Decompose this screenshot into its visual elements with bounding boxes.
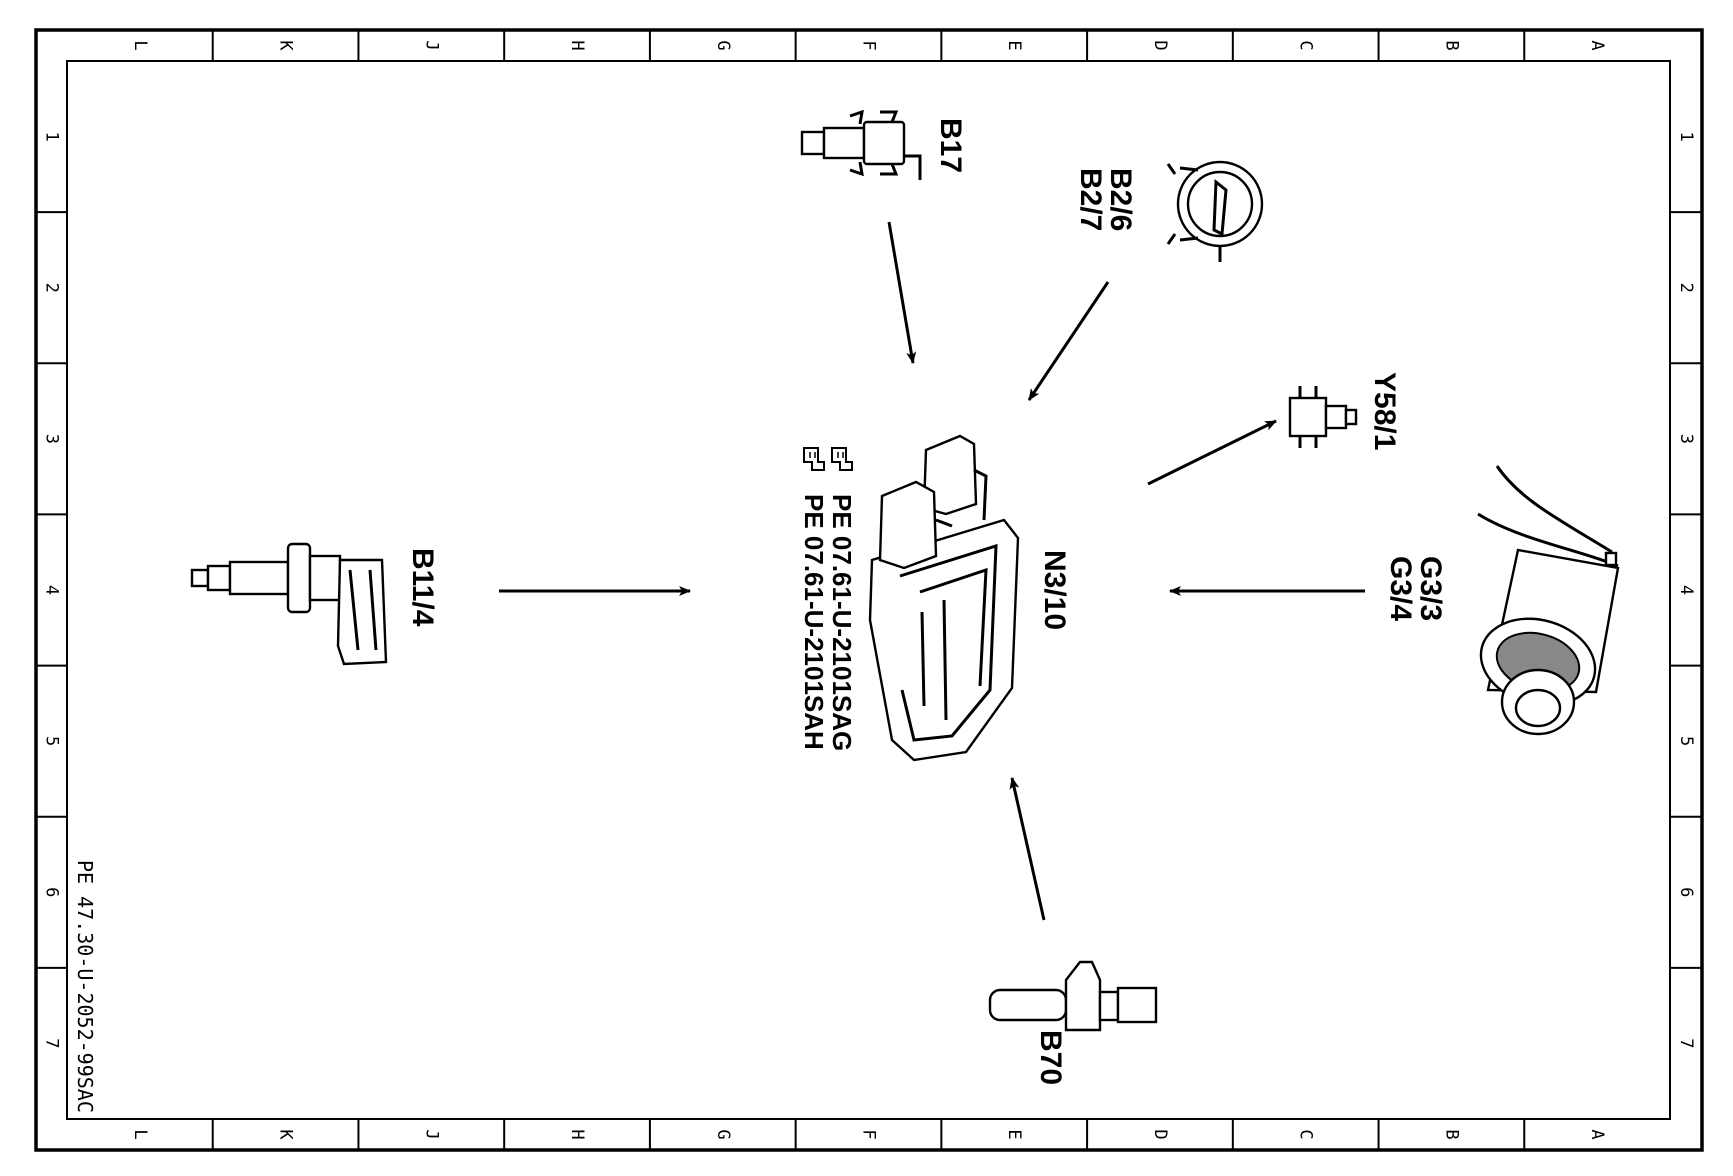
- b2-sensor-drawing: [1166, 160, 1264, 262]
- grid-column-label-bottom: K: [276, 1129, 296, 1140]
- label-b17: B17: [934, 118, 967, 173]
- grid-ticks: [36, 30, 1702, 1150]
- grid-column-label-top: E: [1004, 40, 1024, 50]
- grid-column-label-top: B: [1441, 40, 1461, 50]
- label-b70: B70: [1034, 1030, 1067, 1085]
- label-n3: N3/10: [1038, 550, 1071, 630]
- grid-column-label-bottom: C: [1296, 1129, 1316, 1139]
- grid-row-label-right: 3: [1676, 434, 1696, 444]
- grid-column-label-bottom: B: [1441, 1129, 1461, 1139]
- grid-row-label-right: 6: [1676, 887, 1696, 897]
- grid-column-label-top: J: [421, 40, 441, 50]
- label-b2-7: B2/7: [1074, 168, 1107, 231]
- grid-column-label-bottom: G: [713, 1129, 733, 1139]
- grid-row-label-right: 1: [1676, 131, 1696, 141]
- grid-row-label-left: 7: [42, 1038, 62, 1048]
- grid-row-label-right: 7: [1676, 1038, 1696, 1048]
- outer-frame: [34, 28, 1704, 1152]
- g3-sensor-drawing: [1477, 465, 1620, 736]
- grid-column-label-top: H: [567, 40, 587, 50]
- grid-column-label-bottom: A: [1587, 1129, 1607, 1139]
- grid-row-label-left: 5: [42, 736, 62, 746]
- label-g3-4: G3/4: [1384, 556, 1417, 621]
- grid-column-label-bottom: H: [567, 1129, 587, 1139]
- grid-column-label-top: A: [1587, 40, 1607, 50]
- grid-column-label-bottom: F: [859, 1129, 879, 1139]
- grid-row-label-left: 4: [42, 585, 62, 595]
- n3-control-unit-drawing: [868, 434, 1020, 762]
- grid-row-label-left: 2: [42, 283, 62, 293]
- pointing-hand-icon: [803, 447, 825, 471]
- b17-sensor-drawing: [800, 109, 922, 180]
- y58-valve-drawing: [1288, 386, 1358, 448]
- grid-row-label-left: 3: [42, 434, 62, 444]
- grid-column-label-bottom: L: [130, 1129, 150, 1139]
- grid-column-label-top: G: [713, 40, 733, 50]
- grid-row-label-left: 6: [42, 887, 62, 897]
- signal-arrows: [499, 221, 1365, 921]
- reference-line-2: PE 07.61-U-2101SAH: [799, 494, 829, 750]
- label-b2-6: B2/6: [1104, 168, 1137, 231]
- grid-column-label-top: F: [859, 40, 879, 50]
- label-b11: B11/4: [406, 548, 439, 627]
- grid-column-label-top: K: [276, 40, 296, 51]
- label-y58: Y58/1: [1368, 372, 1401, 450]
- document-number: PE 47.30-U-2052-99SAC: [73, 860, 97, 1113]
- grid-row-label-right: 2: [1676, 283, 1696, 293]
- grid-column-label-bottom: J: [421, 1129, 441, 1139]
- arrow-b2-to-n3: [1027, 281, 1110, 401]
- grid-row-label-right: 5: [1676, 736, 1696, 746]
- arrow-n3-to-y58: [1147, 419, 1277, 486]
- b70-sensor-drawing: [988, 960, 1158, 1032]
- arrow-b70-to-n3: [1009, 777, 1046, 921]
- grid-column-label-top: C: [1296, 40, 1316, 50]
- grid-column-label-bottom: D: [1150, 1129, 1170, 1139]
- arrow-b17-to-n3: [887, 221, 917, 364]
- grid-column-labels: L L K K J J H H G G F F E E D D C C B B A A: [130, 40, 1607, 1140]
- grid-column-label-bottom: E: [1004, 1129, 1024, 1139]
- label-g3-3: G3/3: [1414, 556, 1447, 621]
- grid-row-labels: 1 1 2 2 3 3 4 4 5 5 6 6 7 7: [42, 131, 1697, 1048]
- inner-frame: [66, 60, 1671, 1120]
- b11-sensor-drawing: [190, 542, 388, 666]
- grid-row-label-left: 1: [42, 131, 62, 141]
- reference-line-1: PE 07.61-U-2101SAG: [827, 494, 857, 751]
- grid-row-label-right: 4: [1676, 585, 1696, 595]
- grid-column-label-top: L: [130, 40, 150, 50]
- pointing-hand-icon: [831, 447, 853, 471]
- grid-column-label-top: D: [1150, 40, 1170, 50]
